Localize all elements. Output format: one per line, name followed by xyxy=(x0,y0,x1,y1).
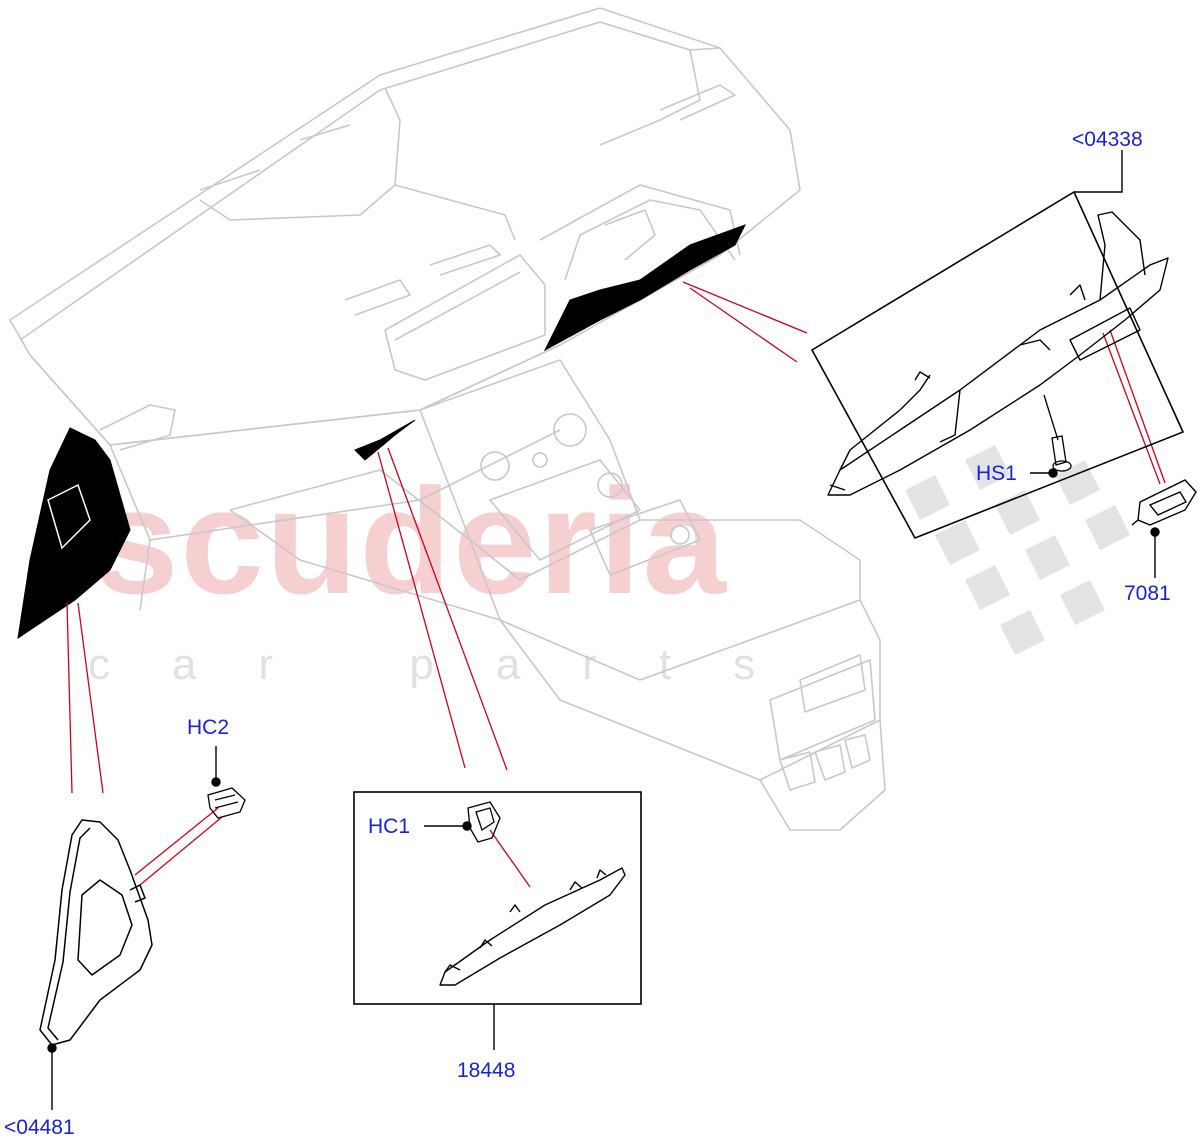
clip-hc2-part xyxy=(207,787,246,819)
latch-7081-part xyxy=(1131,479,1197,526)
screw-hs1-part xyxy=(1043,394,1072,472)
glovebox-trim-highlight xyxy=(543,224,747,352)
glovebox-part xyxy=(827,211,1169,496)
knee-panel-18448-part xyxy=(439,867,626,986)
callout-hc1[interactable]: HC1 xyxy=(368,815,411,838)
left-end-panel-highlight xyxy=(17,427,131,640)
callout-leaders xyxy=(47,468,1160,1110)
clip-hc1-part xyxy=(467,801,501,843)
callout-04481[interactable]: <04481 xyxy=(4,1116,75,1139)
callout-hs1[interactable]: HS1 xyxy=(976,462,1017,485)
callout-7081[interactable]: 7081 xyxy=(1124,582,1171,605)
red-leader-lines xyxy=(66,281,1166,888)
end-panel-04481-part xyxy=(39,819,153,1046)
callout-hc2[interactable]: HC2 xyxy=(187,716,230,739)
glovebox-detail-box xyxy=(810,150,1185,540)
callout-04338[interactable]: <04338 xyxy=(1072,128,1143,151)
knee-panel-detail-box xyxy=(353,791,642,1050)
highlighted-parts xyxy=(17,224,747,640)
watermark-tagline: car parts xyxy=(88,640,818,689)
lower-knee-panel-highlight xyxy=(354,419,416,461)
callout-18448[interactable]: 18448 xyxy=(457,1059,516,1082)
checkered-flag-watermark xyxy=(905,445,1130,655)
console-ghost-outline xyxy=(229,359,886,831)
left-panel-speaker-outline xyxy=(47,483,91,550)
